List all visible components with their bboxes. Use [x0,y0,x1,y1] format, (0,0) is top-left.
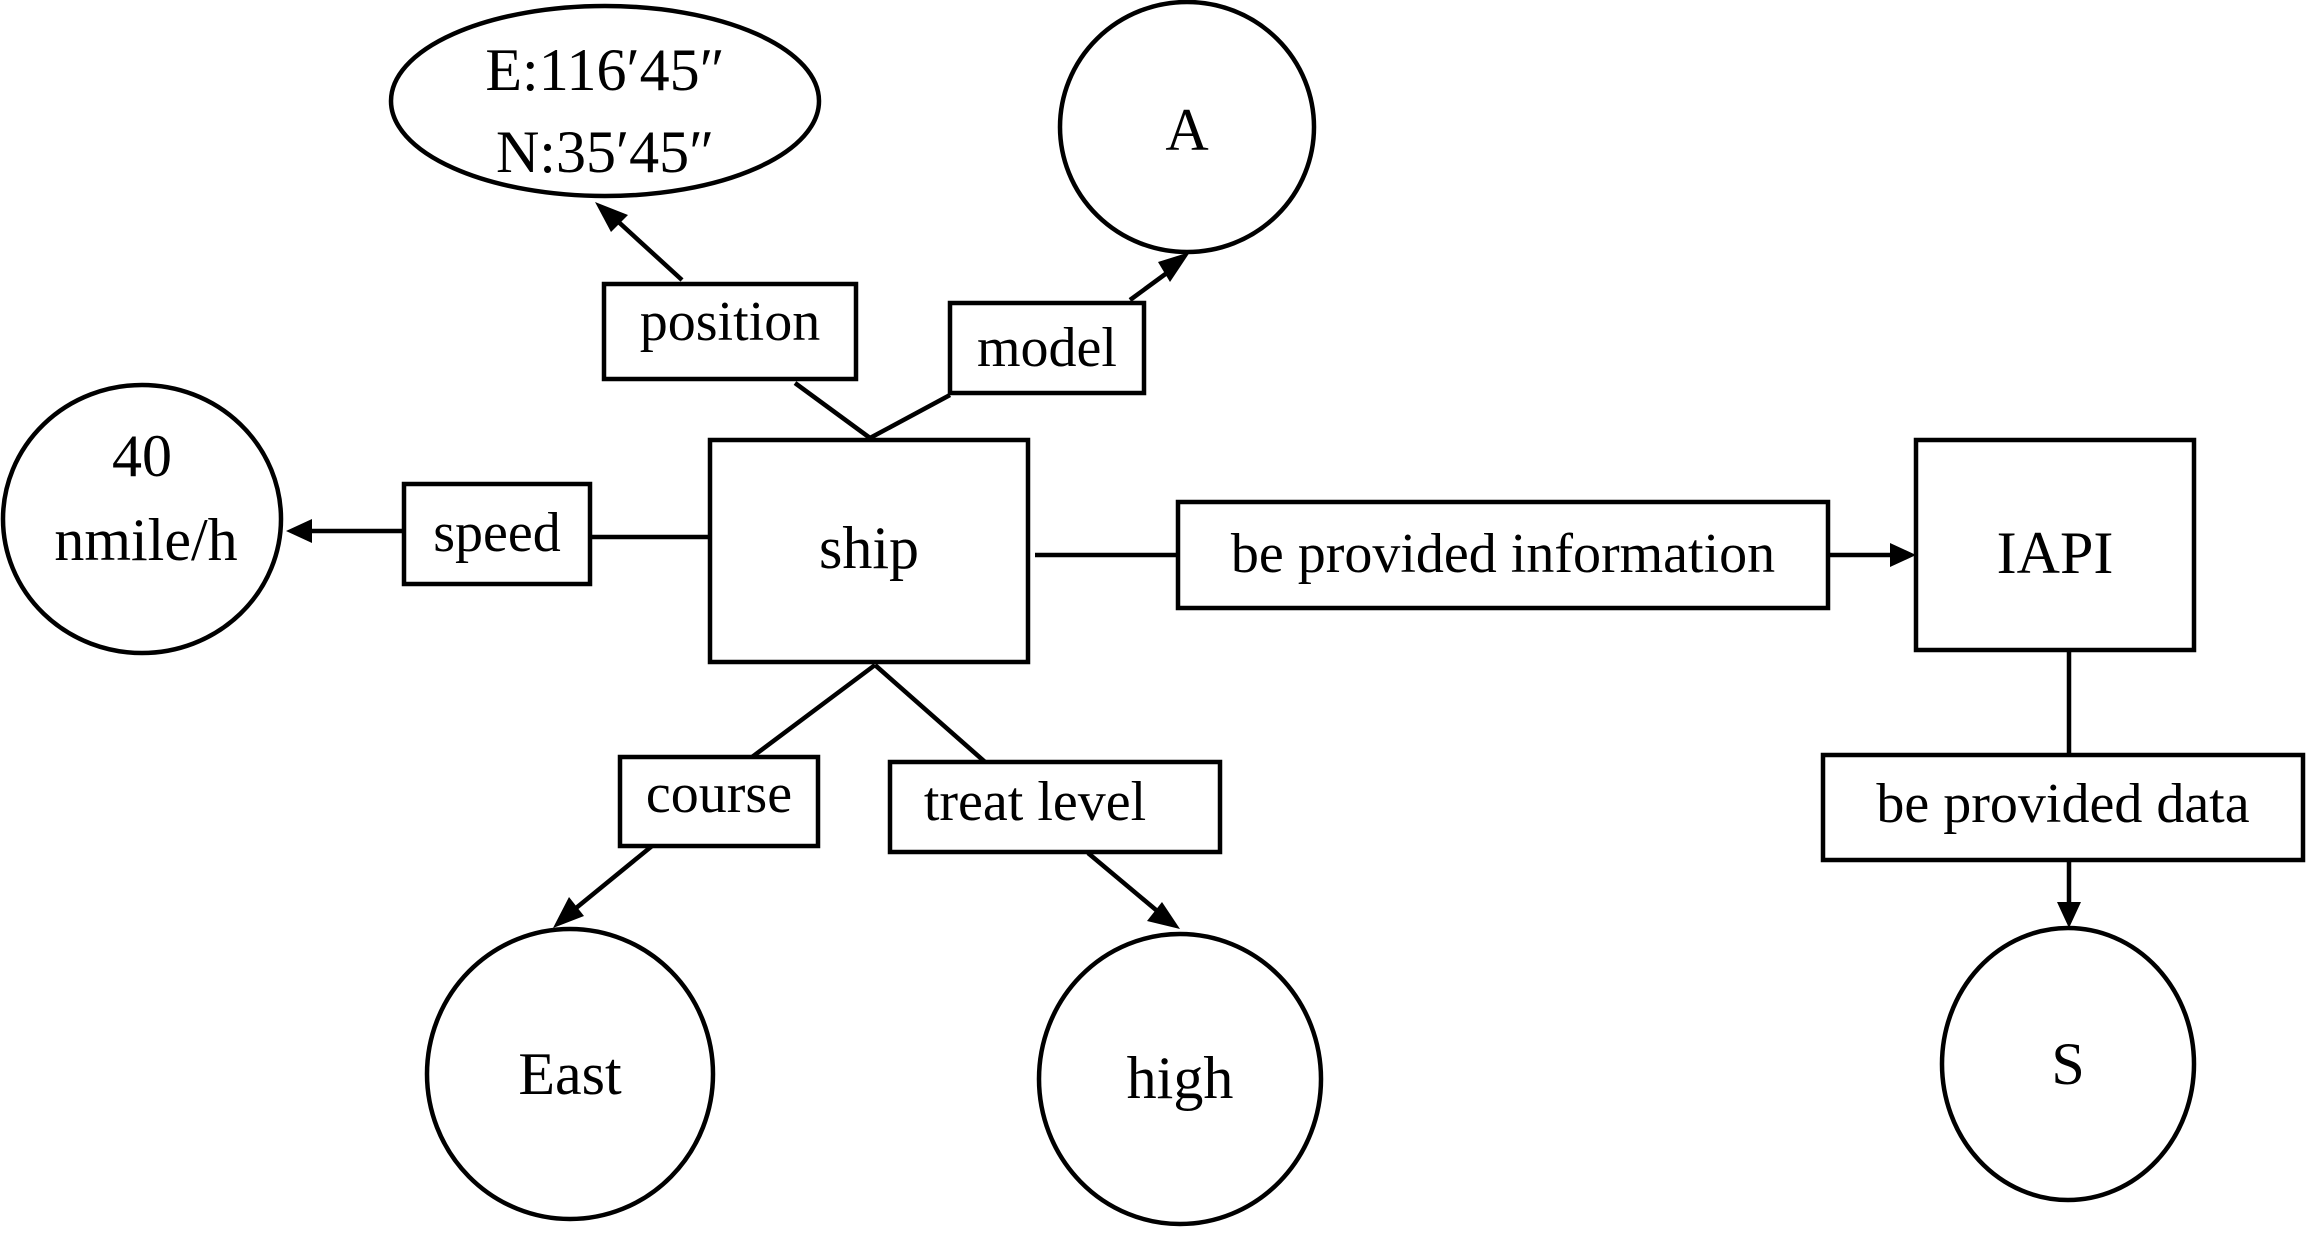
node-threat-value: high [1036,931,1324,1227]
edge-label-be-provided-information-text: be provided information [1231,523,1775,585]
node-iapi-label: IAPI [1997,520,2114,586]
node-ship-label: ship [819,515,919,581]
edge-course [553,663,877,928]
data-value-label: S [2051,1031,2084,1097]
arrowhead-treat-level [1147,902,1180,929]
speed-value-line-2: nmile/h [54,507,237,573]
edge-label-position-text: position [640,291,820,353]
edge-be-provided-information [1035,543,1916,567]
arrowhead-be-provided-data [2057,902,2081,928]
edge-label-be-provided-information: be provided information [1175,499,1831,611]
edge-treat-level [873,663,1180,929]
edge-label-speed-text: speed [433,502,561,564]
edge-label-speed: speed [401,481,593,587]
node-position-value: E:116′45″ N:35′45″ [388,3,822,199]
position-value-line-1: E:116′45″ [485,37,724,103]
arrowhead-be-provided-information [1890,543,1916,567]
edge-label-treat-level-text: treat level [924,771,1146,833]
edge-label-position: position [601,281,859,382]
arrowhead-position [595,202,628,232]
node-data-value: S [1939,925,2197,1203]
node-model-value: A [1057,0,1317,255]
edge-speed [286,519,710,543]
arrowhead-course [553,897,584,928]
edge-model [868,252,1190,440]
edge-label-model-text: model [977,317,1117,379]
edge-be-provided-data [2057,652,2081,928]
speed-value-line-1: 40 [112,423,172,489]
edge-label-model: model [947,300,1147,396]
arrowhead-speed [286,519,312,543]
model-value-label: A [1165,97,1208,163]
edge-label-be-provided-data: be provided data [1820,752,2306,863]
edge-position [595,202,872,440]
node-speed-value: 40 nmile/h [0,382,284,656]
edge-label-be-provided-data-text: be provided data [1876,773,2249,835]
node-course-value: East [424,926,716,1222]
arrowhead-model [1158,252,1190,282]
position-value-line-2: N:35′45″ [496,119,714,185]
node-ship: ship [707,437,1031,665]
edge-label-course: course [617,754,821,849]
edge-label-course-text: course [646,763,792,825]
node-iapi: IAPI [1913,437,2197,653]
course-value-label: East [518,1041,622,1107]
threat-value-label: high [1127,1045,1234,1111]
edge-label-treat-level: treat level [887,759,1223,855]
